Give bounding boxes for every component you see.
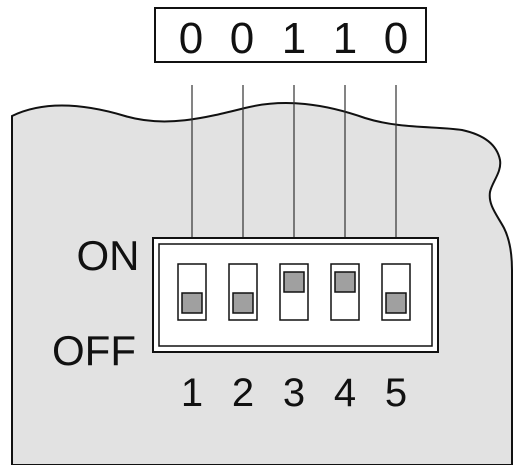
switch-number-2: 2 [232, 371, 254, 415]
switch-number-5: 5 [385, 371, 407, 415]
switch-number-3: 3 [283, 371, 305, 415]
binary-readout-box [154, 7, 427, 63]
off-label: OFF [52, 327, 136, 374]
dip-switch-5-slider[interactable] [385, 292, 407, 314]
leader-lines [191, 85, 397, 240]
dip-switch-3-slider[interactable] [283, 271, 305, 293]
dip-switch-2-slider[interactable] [232, 292, 254, 314]
dip-switch-4-slider[interactable] [334, 271, 356, 293]
switch-row [177, 263, 411, 321]
readout-digit-2: 0 [230, 14, 254, 63]
readout-digit-1: 0 [179, 14, 203, 63]
readout-digit-5: 0 [384, 14, 408, 63]
switch-number-1: 1 [181, 371, 203, 415]
dip-switch-1-slider[interactable] [181, 292, 203, 314]
readout-digit-4: 1 [333, 14, 357, 63]
readout-digit-3: 1 [282, 14, 306, 63]
switch-number-4: 4 [334, 371, 356, 415]
on-label: ON [77, 232, 140, 279]
